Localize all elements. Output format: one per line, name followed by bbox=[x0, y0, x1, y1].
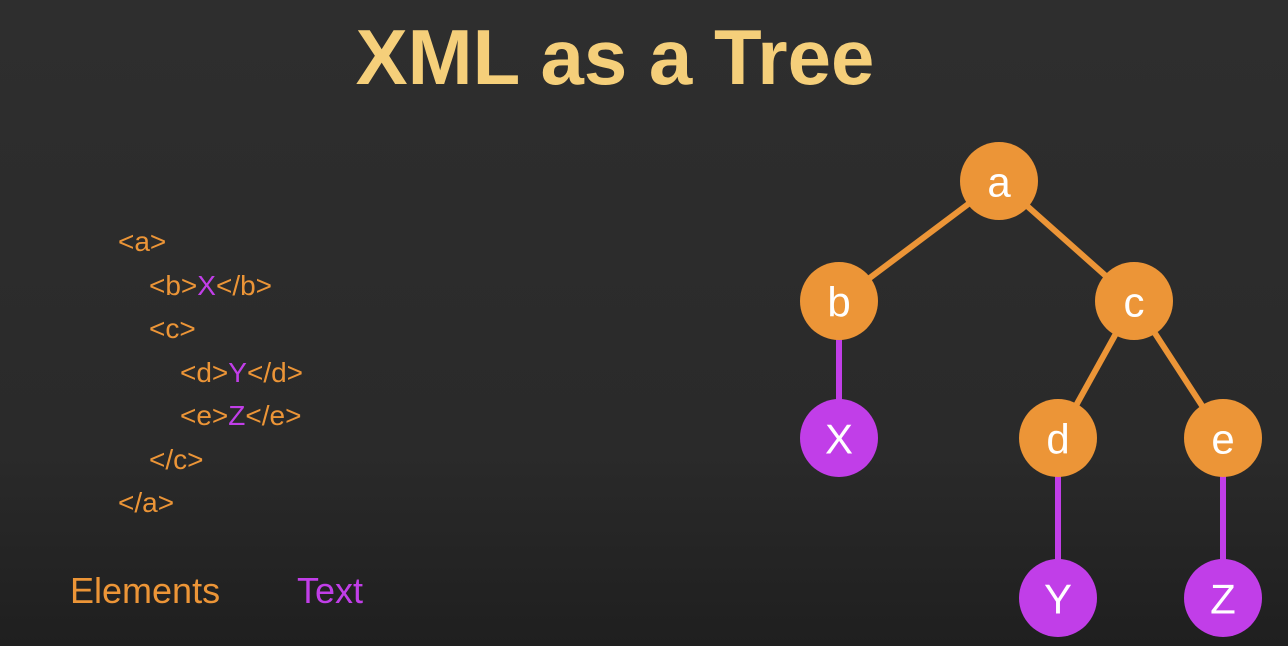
node-circle bbox=[1095, 262, 1173, 340]
code-tag-open: <e> bbox=[180, 400, 229, 431]
node-label: Z bbox=[1210, 576, 1236, 623]
text-node-Z: Z bbox=[1184, 559, 1262, 637]
node-label: c bbox=[1124, 279, 1145, 326]
node-circle bbox=[1184, 399, 1262, 477]
element-node-c: c bbox=[1095, 262, 1173, 340]
node-circle bbox=[1184, 559, 1262, 637]
code-text-content: Y bbox=[228, 356, 247, 388]
code-tag-open: <c> bbox=[149, 313, 196, 344]
element-node-d: d bbox=[1019, 399, 1097, 477]
node-circle bbox=[960, 142, 1038, 220]
node-label: X bbox=[825, 416, 853, 463]
element-node-b: b bbox=[800, 262, 878, 340]
code-tag-open: </c> bbox=[149, 443, 204, 475]
slide-title: XML as a Tree bbox=[355, 13, 875, 101]
code-text-content: Z bbox=[228, 400, 246, 431]
code-line: <d>Y</d> bbox=[118, 351, 303, 395]
code-line: </c> bbox=[118, 438, 303, 482]
legend-elements-label: Elements bbox=[70, 570, 221, 611]
tree-edges bbox=[836, 178, 1226, 598]
code-line: <a> bbox=[118, 220, 303, 264]
node-label: d bbox=[1046, 416, 1069, 463]
node-circle bbox=[1019, 559, 1097, 637]
text-node-X: X bbox=[800, 399, 878, 477]
code-line: </a> bbox=[118, 481, 303, 525]
code-tag-open: <a> bbox=[118, 226, 167, 257]
code-tag-open: </a> bbox=[118, 487, 175, 518]
node-circle bbox=[800, 399, 878, 477]
node-label: a bbox=[987, 159, 1011, 206]
element-node-e: e bbox=[1184, 399, 1262, 477]
code-tag-close: </d> bbox=[246, 356, 304, 388]
text-node-Y: Y bbox=[1019, 559, 1097, 637]
code-tag-close: </e> bbox=[245, 400, 302, 431]
node-label: b bbox=[827, 279, 850, 326]
xml-code-block: <a><b>X</b><c><d>Y</d><e>Z</e></c></a> bbox=[118, 220, 303, 525]
code-line: <e>Z</e> bbox=[118, 394, 303, 438]
code-line: <b>X</b> bbox=[118, 264, 303, 308]
node-label: Y bbox=[1044, 576, 1072, 623]
node-label: e bbox=[1211, 416, 1234, 463]
code-tag-open: <b> bbox=[149, 269, 198, 301]
node-circle bbox=[1019, 399, 1097, 477]
node-circle bbox=[800, 262, 878, 340]
code-line: <c> bbox=[118, 307, 303, 351]
code-tag-open: <d> bbox=[180, 356, 229, 388]
code-tag-close: </b> bbox=[215, 269, 273, 301]
legend-text-label: Text bbox=[297, 570, 364, 611]
code-text-content: X bbox=[197, 269, 216, 301]
element-node-a: a bbox=[960, 142, 1038, 220]
